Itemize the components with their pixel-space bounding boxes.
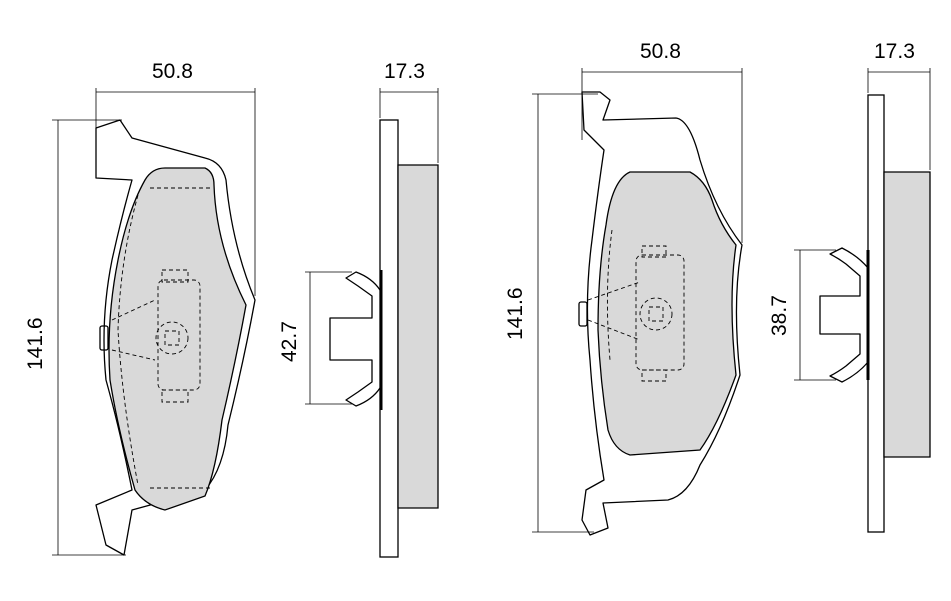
right-pad-side-view: 17.3 38.7 <box>768 40 931 533</box>
left-pad-hidden-lines <box>111 187 212 489</box>
right-side-backing-plate <box>867 94 885 533</box>
left-side-backing-plate <box>379 119 399 558</box>
right-pad-backing-plate <box>581 91 743 536</box>
right-clip <box>819 247 869 383</box>
left-width-dimension: 50.8 <box>95 60 256 296</box>
right-pad-sensor-bottom <box>641 369 667 382</box>
right-pad-height-label: 141.6 <box>504 287 527 340</box>
left-pad-friction-material <box>108 167 247 511</box>
right-side-friction-block <box>883 171 931 458</box>
right-width-dimension: 50.8 <box>581 40 743 243</box>
right-side-thickness-label: 17.3 <box>874 40 915 63</box>
left-height-dimension: 141.6 <box>24 119 126 556</box>
left-side-friction-block <box>397 164 439 509</box>
right-pad-pin-outer <box>639 297 673 331</box>
left-pad-width-label: 50.8 <box>152 60 193 83</box>
left-pad-pin-inner <box>164 330 180 346</box>
right-pad-pin-inner <box>648 306 664 322</box>
left-pad-front-view <box>95 119 256 556</box>
left-pad-sensor-bottom <box>161 389 189 403</box>
right-pad-hidden-lines <box>587 229 641 361</box>
left-side-thickness-label: 17.3 <box>384 60 425 83</box>
left-pad-sensor-top <box>161 269 189 283</box>
right-height-dimension: 141.6 <box>504 93 598 533</box>
left-pad-pin-outer <box>155 321 189 355</box>
left-pad-side-view: 17.3 42.7 <box>278 60 439 558</box>
left-pad-tab <box>99 325 109 351</box>
right-clip-height-label: 38.7 <box>768 295 791 336</box>
right-pad-friction-material <box>597 171 737 456</box>
left-clip <box>329 271 381 407</box>
right-pad-sensor-top <box>641 245 667 258</box>
right-pad-width-label: 50.8 <box>640 40 681 63</box>
right-pad-front-view <box>578 91 743 536</box>
left-clip-height-label: 42.7 <box>278 321 301 362</box>
right-pad-tab <box>578 301 588 327</box>
left-pad-height-label: 141.6 <box>24 317 47 370</box>
